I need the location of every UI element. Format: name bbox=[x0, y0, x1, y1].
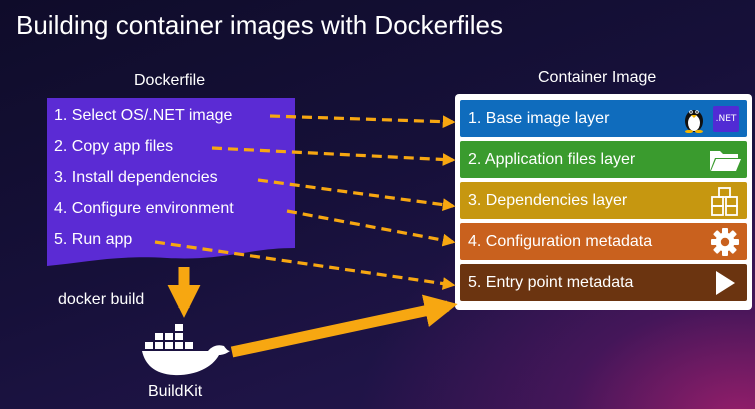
arrow-step5-to-layer5 bbox=[154, 240, 456, 290]
dotnet-icon: .NET bbox=[713, 105, 739, 132]
layer-label: 4. Configuration metadata bbox=[468, 232, 653, 250]
docker-build-label: docker build bbox=[58, 291, 145, 308]
layer-label: 3. Dependencies layer bbox=[468, 191, 628, 209]
layer-base-image: 1. Base image layer .NET bbox=[460, 100, 747, 137]
layer-label: 2. Application files layer bbox=[468, 150, 636, 168]
buildkit-label: BuildKit bbox=[148, 383, 203, 400]
dockerfile-step: 3. Install dependencies bbox=[54, 169, 218, 186]
arrow-step4-to-layer4 bbox=[286, 209, 456, 247]
gear-icon bbox=[703, 223, 747, 260]
dockerfile-step: 2. Copy app files bbox=[54, 138, 174, 155]
page-title: Building container images with Dockerfil… bbox=[16, 10, 504, 40]
container-image-panel: 1. Base image layer .NET 2. Application … bbox=[455, 94, 752, 310]
dockerfile-steps: 1. Select OS/.NET image 2. Copy app file… bbox=[54, 103, 294, 258]
buildkit-to-image-arrow bbox=[230, 294, 458, 358]
linux-penguin-icon bbox=[685, 109, 703, 133]
layer-configuration-metadata: 4. Configuration metadata bbox=[460, 223, 747, 260]
boxes-icon bbox=[703, 182, 747, 219]
layer-icons: .NET bbox=[675, 100, 747, 137]
dockerfile-heading: Dockerfile bbox=[134, 72, 206, 89]
arrow-step3-to-layer3 bbox=[257, 178, 456, 211]
arrow-step2-to-layer2 bbox=[211, 146, 456, 166]
layer-application-files: 2. Application files layer bbox=[460, 141, 747, 178]
dockerfile-step: 1. Select OS/.NET image bbox=[54, 107, 233, 124]
layer-label: 5. Entry point metadata bbox=[468, 273, 634, 291]
dockerfile-document bbox=[47, 98, 295, 266]
play-icon bbox=[703, 264, 747, 301]
arrow-step1-to-layer1 bbox=[269, 114, 456, 129]
dockerfile-step: 5. Run app bbox=[54, 231, 133, 248]
layer-label: 1. Base image layer bbox=[468, 109, 610, 127]
folder-icon bbox=[703, 141, 747, 178]
layer-dependencies: 3. Dependencies layer bbox=[460, 182, 747, 219]
dockerfile-step: 4. Configure environment bbox=[54, 200, 234, 217]
layer-entry-point-metadata: 5. Entry point metadata bbox=[460, 264, 747, 301]
container-image-heading: Container Image bbox=[538, 69, 657, 86]
docker-whale-icon bbox=[142, 324, 230, 376]
